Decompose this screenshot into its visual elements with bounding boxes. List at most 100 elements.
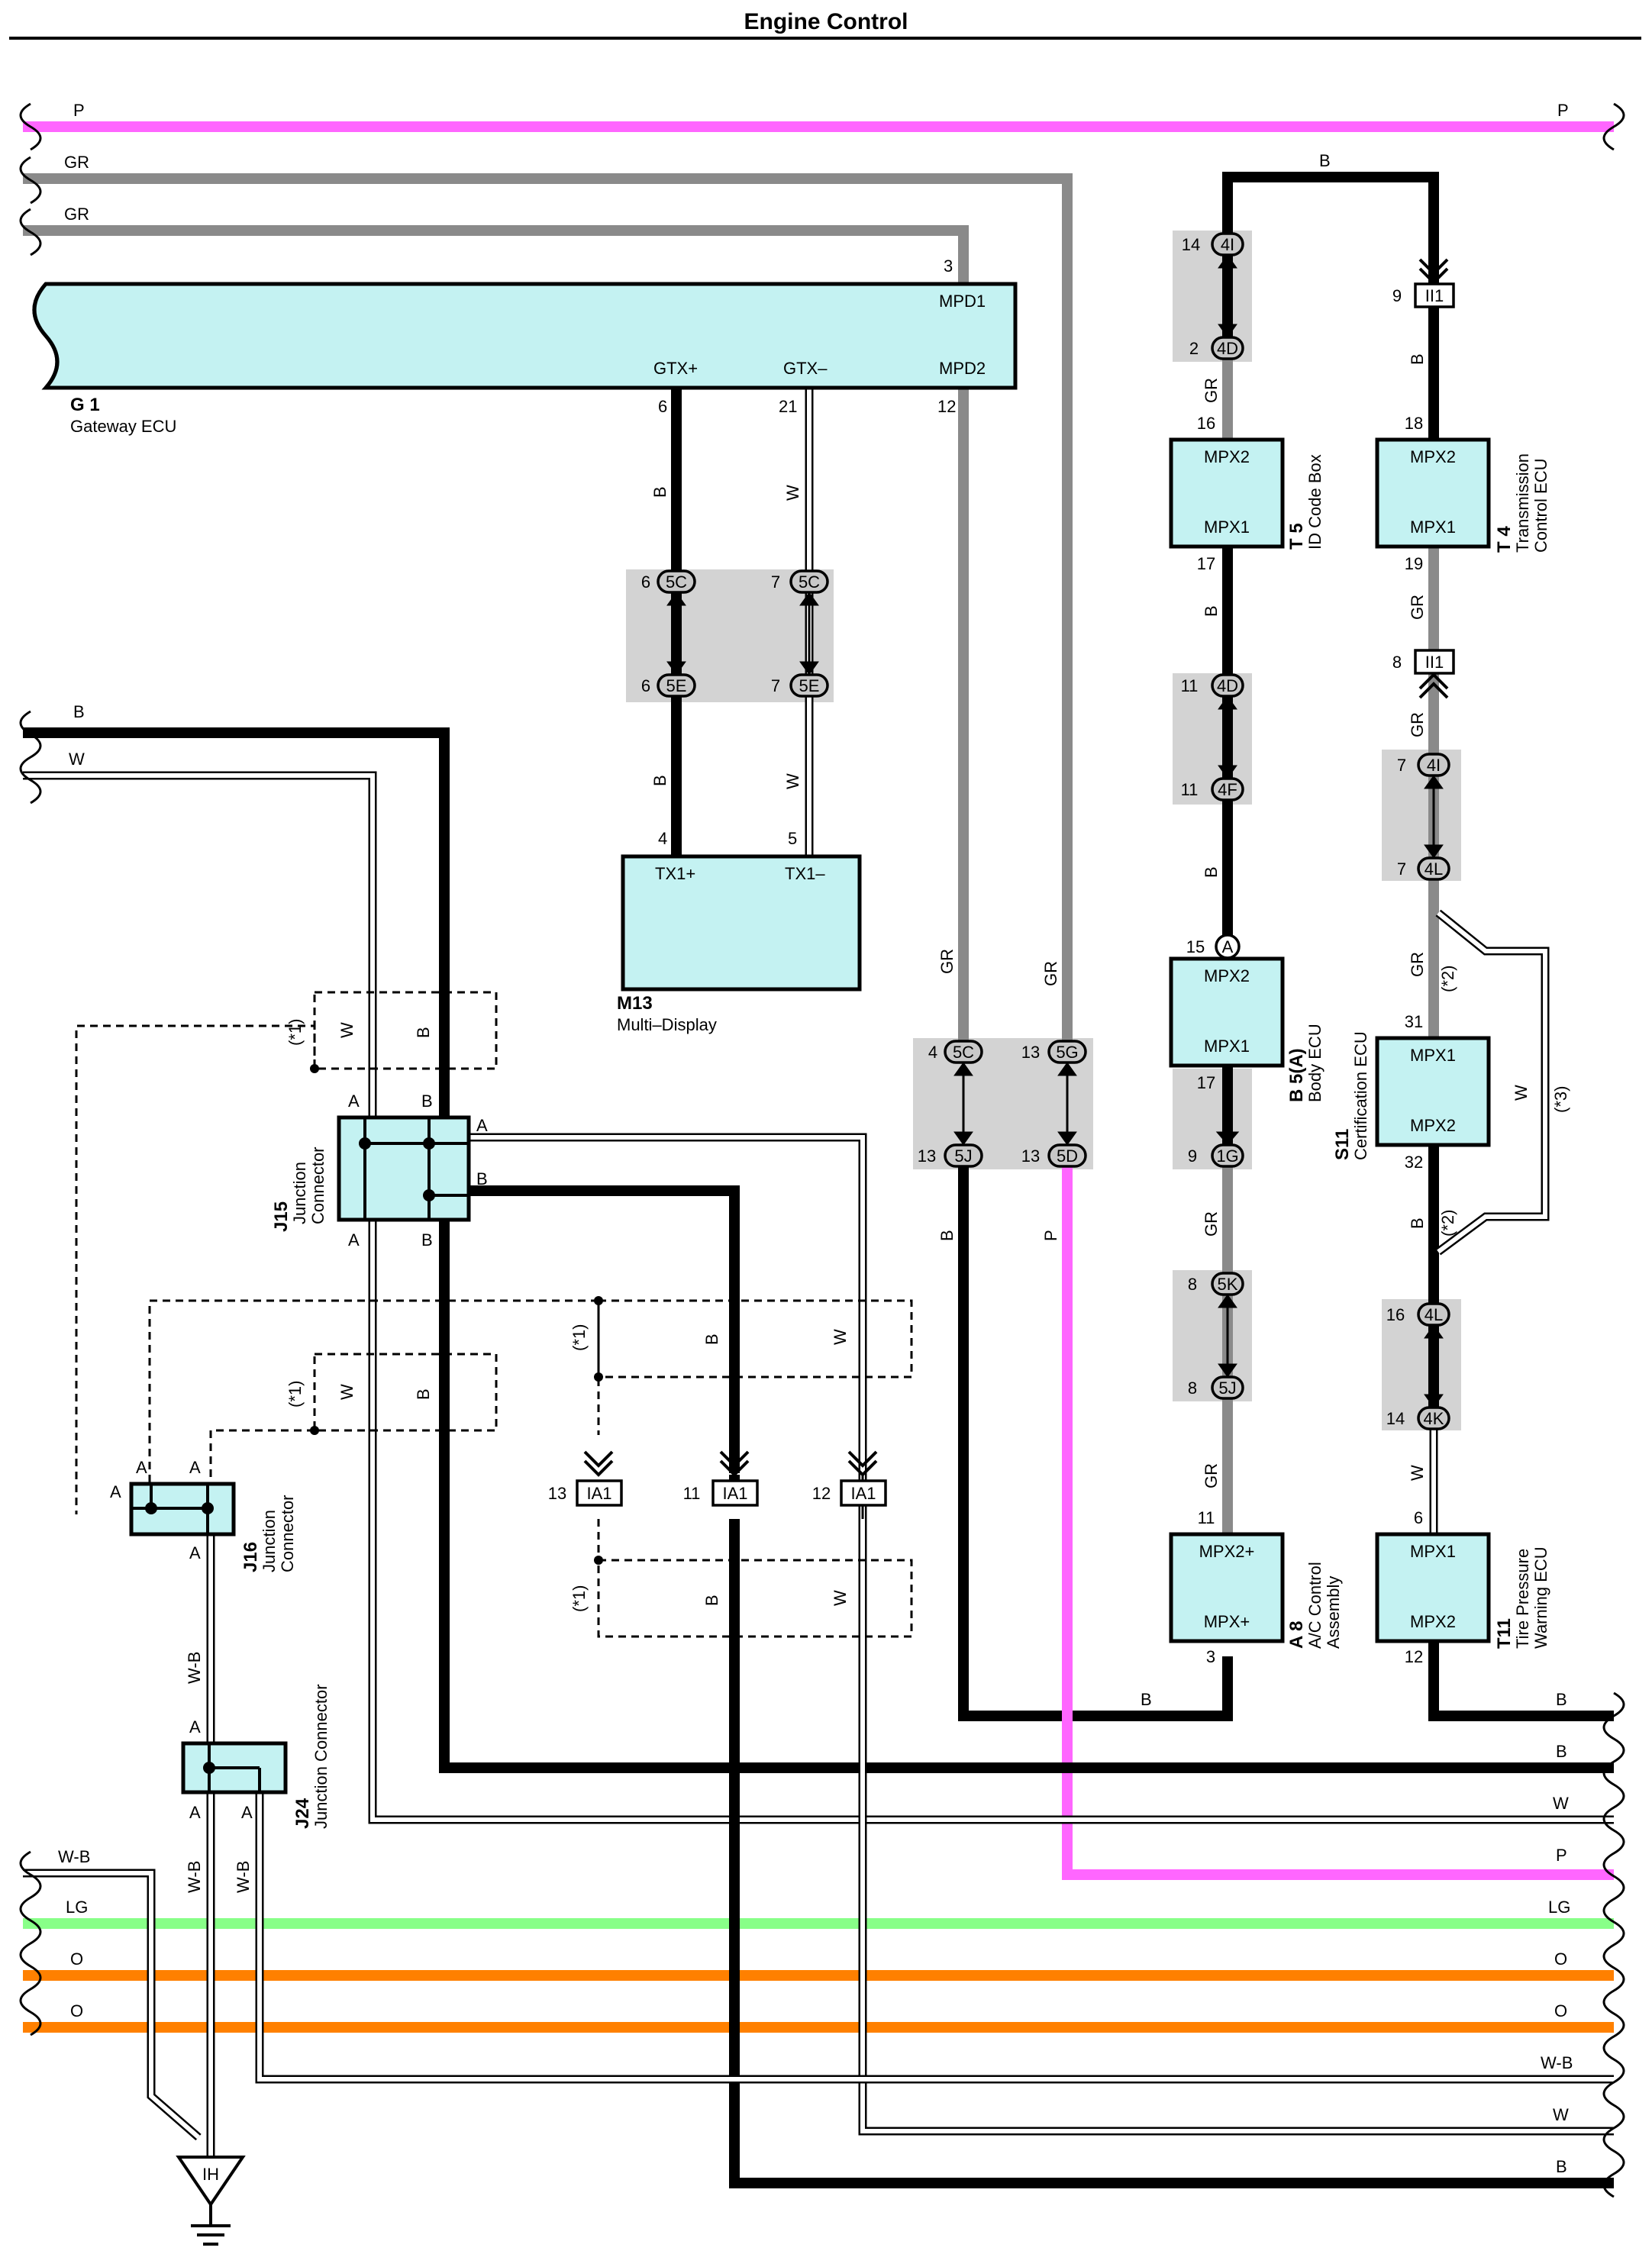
t4-bottom-label: MPX1	[1410, 518, 1456, 537]
a8-pin-bottom: 3	[1206, 1647, 1215, 1666]
s11-name: Certification ECU	[1351, 1031, 1370, 1160]
connector-ii1-top: II1 9	[1392, 282, 1455, 308]
svg-text:5G: 5G	[1056, 1043, 1078, 1062]
connector-5c-a: 5C 6	[641, 569, 696, 594]
svg-text:5J: 5J	[1218, 1379, 1236, 1398]
wire-p-5d	[1062, 1153, 1614, 1880]
j16-name1: Junction	[260, 1510, 279, 1572]
svg-text:4I: 4I	[1221, 235, 1234, 254]
svg-text:9: 9	[1188, 1146, 1197, 1166]
svg-text:7: 7	[771, 676, 780, 695]
s11-pin-bottom: 32	[1405, 1153, 1423, 1172]
a8-name2: Assembly	[1324, 1576, 1343, 1649]
wire-wb-left-inner	[23, 1871, 200, 2140]
note1-j15: (*1)	[286, 1019, 305, 1046]
svg-text:5C: 5C	[666, 572, 687, 592]
j16-code: J16	[240, 1542, 261, 1572]
wlabel-note2-b: (*2)	[1438, 1210, 1457, 1237]
connector-5d: 5D 13	[1021, 1143, 1087, 1168]
j15-internal	[359, 1117, 467, 1220]
mating-arrows	[666, 254, 1444, 1408]
svg-text:7: 7	[1397, 859, 1406, 879]
connector-4i-right: 4I 7	[1397, 753, 1450, 777]
svg-text:8: 8	[1188, 1275, 1197, 1294]
svg-text:4D: 4D	[1217, 339, 1238, 358]
svg-text:4K: 4K	[1424, 1409, 1444, 1428]
svg-text:7: 7	[771, 572, 780, 592]
rail-wb-left-label: W-B	[58, 1847, 90, 1866]
t5-top-label: MPX2	[1204, 447, 1250, 466]
connector-1g: 1G 9	[1188, 1143, 1244, 1168]
connector-ii1-mid: II1 8	[1392, 649, 1455, 675]
dash-box-j16-top	[313, 1353, 498, 1432]
j16-name2: Connector	[278, 1495, 297, 1572]
svg-text:11: 11	[1181, 676, 1199, 695]
svg-text:11: 11	[683, 1484, 701, 1503]
g1-name: Gateway ECU	[70, 417, 176, 436]
note1-ia1-top: (*1)	[569, 1324, 589, 1351]
wlabel-b-s11-4l: B	[1408, 1217, 1427, 1229]
t4-name1: Transmission	[1513, 453, 1532, 553]
b5-code: B 5(A)	[1286, 1048, 1307, 1102]
j24-name: Junction Connector	[311, 1684, 331, 1829]
t11-body	[1375, 1532, 1491, 1643]
wlabel-w-4k-t11: W	[1408, 1465, 1427, 1481]
note1-ia1-bottom: (*1)	[569, 1585, 589, 1612]
j24-internal	[203, 1743, 261, 1792]
m13-tx1p-label: TX1+	[655, 864, 695, 883]
svg-text:IA1: IA1	[850, 1484, 876, 1503]
dash-lead-ia1	[148, 1299, 599, 1514]
svg-text:5E: 5E	[799, 676, 820, 695]
t11-name1: Tire Pressure	[1513, 1549, 1532, 1649]
wlabel-gr-ii1-4i: GR	[1408, 712, 1427, 737]
g1-code: G 1	[70, 395, 100, 415]
svg-text:A: A	[1222, 937, 1234, 956]
connector-4l-right: 4L 7	[1397, 856, 1450, 881]
svg-text:6: 6	[641, 572, 650, 592]
wlabel-w-bypass: W	[1512, 1085, 1531, 1101]
wire-b-j15-b	[467, 1185, 740, 1473]
ia1-bottom-dash-b: B	[702, 1595, 721, 1606]
t11-pin-top: 6	[1414, 1508, 1423, 1527]
a8-pin-top: 11	[1198, 1508, 1215, 1527]
j15-name2: Connector	[308, 1146, 327, 1224]
m13-tx1m-label: TX1–	[785, 864, 825, 883]
g1-gtxm-label: GTX–	[783, 359, 828, 378]
svg-text:II1: II1	[1425, 286, 1444, 305]
s11-body	[1375, 1036, 1491, 1147]
g1-pin-gtxm: 21	[779, 397, 797, 416]
t5-name: ID Code Box	[1305, 454, 1325, 550]
t11-code: T11	[1494, 1618, 1515, 1649]
wire-wb-left	[23, 1869, 202, 2141]
a8-code: A 8	[1286, 1621, 1307, 1649]
svg-text:9: 9	[1392, 286, 1402, 305]
rail-lg-right-label: LG	[1548, 1898, 1570, 1917]
svg-text:5E: 5E	[666, 676, 687, 695]
connector-4k: 4K 14	[1386, 1406, 1450, 1430]
connector-5e-a: 5E 6	[641, 673, 696, 698]
wire-w-left-inner	[23, 773, 1614, 1822]
j16-pin-a-1: A	[136, 1458, 147, 1477]
connector-ia1-12: IA1 12	[812, 1479, 887, 1507]
j16-pin-a-4: A	[189, 1543, 201, 1562]
svg-text:5K: 5K	[1218, 1275, 1238, 1294]
svg-text:16: 16	[1386, 1305, 1405, 1324]
t4-body	[1375, 437, 1491, 549]
j15-body	[337, 1115, 471, 1222]
wire-b-top-loop	[1222, 172, 1439, 284]
j24-pin-a-br: A	[241, 1803, 253, 1822]
t5-body	[1169, 437, 1285, 549]
a8-top-label: MPX2+	[1199, 1542, 1255, 1561]
dash-box-j15-top	[313, 991, 498, 1070]
wlabel-b-a8-bottom: B	[1141, 1690, 1152, 1709]
rail-w2-right-label: W	[1553, 2105, 1569, 2124]
wlabel-b-ii1-t4: B	[1408, 353, 1427, 365]
svg-text:5C: 5C	[799, 572, 820, 592]
wlabel-wb-j16: W-B	[185, 1652, 204, 1684]
dash-box-ia1-bottom	[597, 1559, 913, 1638]
ia1-top-dash-b: B	[702, 1333, 721, 1345]
t11-name2: Warning ECU	[1531, 1546, 1550, 1649]
t5-bottom-label: MPX1	[1204, 518, 1250, 537]
t5-code: T 5	[1286, 523, 1307, 550]
a8-name1: A/C Control	[1305, 1562, 1325, 1649]
